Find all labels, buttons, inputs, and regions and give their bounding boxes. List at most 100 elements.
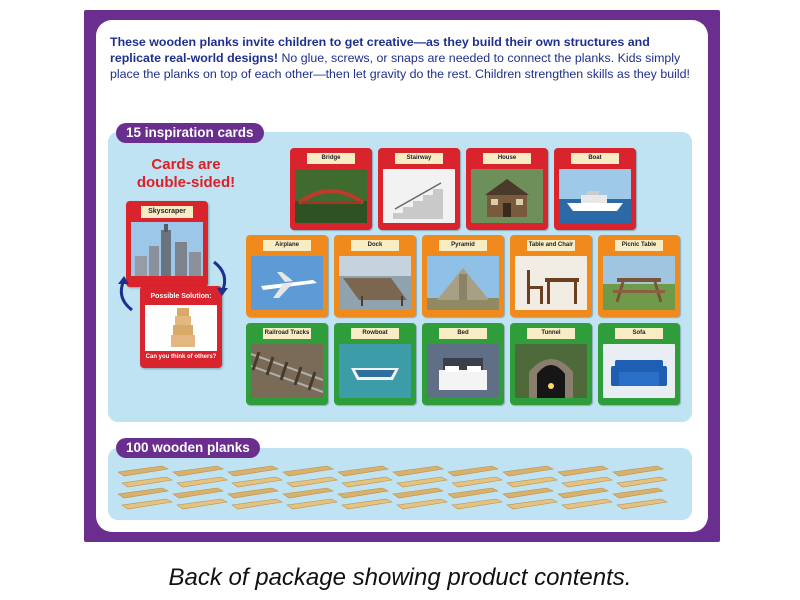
package-inner-panel: These wooden planks invite children to g… (96, 20, 708, 532)
plank (121, 476, 173, 488)
card-pyramid: Pyramid (422, 235, 504, 317)
plank (392, 465, 444, 477)
card-bridge: Bridge (290, 148, 372, 230)
card-label: Bed (438, 328, 488, 339)
railroad-tracks-picture (251, 344, 323, 398)
picnic-table-picture (603, 256, 675, 310)
plank (286, 498, 338, 510)
plank (121, 498, 173, 510)
card-label: Table and Chair (526, 240, 576, 251)
plank (396, 476, 448, 488)
card-label: Rowboat (350, 328, 400, 339)
card-label: Sofa (614, 328, 664, 339)
example-card-back: Possible Solution: Can you think of othe… (140, 286, 222, 368)
card-table-and-chair: Table and Chair (510, 235, 592, 317)
card-label: Picnic Table (614, 240, 664, 251)
plank (561, 476, 613, 488)
plank (502, 465, 554, 477)
plank (506, 498, 558, 510)
pyramid-picture (427, 256, 499, 310)
plank (231, 498, 283, 510)
plank (341, 498, 393, 510)
plank (612, 465, 664, 477)
skyscraper-picture (131, 222, 203, 276)
plank (227, 487, 279, 499)
bed-picture (427, 344, 499, 398)
plank (286, 476, 338, 488)
dock-picture (339, 256, 411, 310)
intro-normal: No glue, screws, or snaps are needed to … (110, 51, 690, 81)
package-back: These wooden planks invite children to g… (84, 10, 720, 542)
planks-section-title: 100 wooden planks (116, 438, 260, 458)
card-rowboat: Rowboat (334, 323, 416, 405)
plank (392, 487, 444, 499)
intro-text: These wooden planks invite children to g… (110, 34, 702, 82)
plank (557, 487, 609, 499)
plank (561, 498, 613, 510)
rowboat-picture (339, 344, 411, 398)
house-picture (471, 169, 543, 223)
plank (118, 487, 169, 499)
bridge-picture (295, 169, 367, 223)
plank (451, 476, 503, 488)
cards-section-title: 15 inspiration cards (116, 123, 264, 143)
stairway-picture (383, 169, 455, 223)
card-label: Railroad Tracks (262, 328, 312, 339)
card-label: Boat (570, 153, 620, 164)
plank (341, 476, 393, 488)
card-house: House (466, 148, 548, 230)
plank (172, 465, 224, 477)
card-picnic-table: Picnic Table (598, 235, 680, 317)
plank (447, 465, 499, 477)
flip-arrow-right-icon (213, 260, 228, 296)
plank (337, 487, 389, 499)
example-front-label: Skyscraper (141, 206, 193, 218)
example-back-label: Possible Solution: (150, 293, 212, 300)
card-label: House (482, 153, 532, 164)
plank (502, 487, 554, 499)
flip-arrow-left-icon (118, 276, 133, 312)
card-bed: Bed (422, 323, 504, 405)
card-sofa: Sofa (598, 323, 680, 405)
card-stairway: Stairway (378, 148, 460, 230)
plank (506, 476, 558, 488)
plank (176, 476, 228, 488)
card-label: Bridge (306, 153, 356, 164)
plank (612, 487, 664, 499)
plank (396, 498, 448, 510)
card-dock: Dock (334, 235, 416, 317)
double-sided-note: Cards are double-sided! (136, 156, 236, 191)
example-back-question: Can you think of others? (145, 354, 217, 360)
card-label: Dock (350, 240, 400, 251)
example-card-front: Skyscraper (126, 201, 208, 287)
card-tunnel: Tunnel (510, 323, 592, 405)
plank (282, 465, 334, 477)
plank (616, 476, 668, 488)
planks-illustration (118, 465, 668, 510)
plank (451, 498, 503, 510)
card-boat: Boat (554, 148, 636, 230)
card-label: Tunnel (526, 328, 576, 339)
caption: Back of package showing product contents… (168, 564, 632, 591)
plank (118, 465, 169, 477)
tunnel-picture (515, 344, 587, 398)
plank (447, 487, 499, 499)
plank (282, 487, 334, 499)
sofa-picture (603, 344, 675, 398)
plank (616, 498, 668, 510)
plank-tower-picture (145, 305, 217, 351)
plank (176, 498, 228, 510)
card-label: Airplane (262, 240, 312, 251)
card-airplane: Airplane (246, 235, 328, 317)
plank (337, 465, 389, 477)
plank (231, 476, 283, 488)
plank (172, 487, 224, 499)
plank (227, 465, 279, 477)
card-railroad-tracks: Railroad Tracks (246, 323, 328, 405)
plank (557, 465, 609, 477)
boat-picture (559, 169, 631, 223)
card-label: Stairway (394, 153, 444, 164)
airplane-picture (251, 256, 323, 310)
table-and-chair-picture (515, 256, 587, 310)
card-label: Pyramid (438, 240, 488, 251)
